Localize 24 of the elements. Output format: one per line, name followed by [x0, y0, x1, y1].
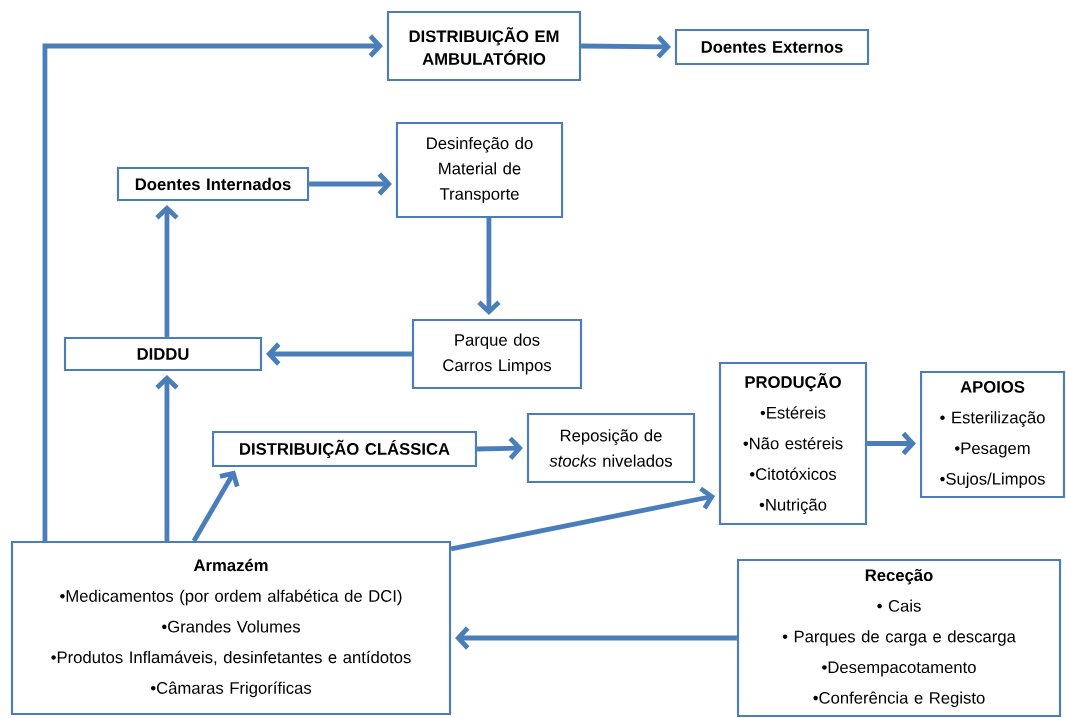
- arrow: [581, 35, 671, 59]
- arrow: [450, 486, 716, 552]
- process-box: DISTRIBUIÇÃO EM AMBULATÓRIO: [386, 10, 582, 82]
- arrow: [867, 431, 916, 456]
- arrow: [191, 470, 240, 543]
- arrow: [266, 342, 412, 366]
- process-box: Doentes Externos: [674, 28, 870, 66]
- process-box: Parque dos Carros Limpos: [411, 318, 583, 390]
- arrow: [477, 436, 523, 460]
- process-box: Receção • Cais • Parques de carga e descarga •Desempacotamento •Conferência e Registo: [736, 558, 1062, 718]
- arrow: [42, 34, 383, 541]
- process-box: DISTRIBUIÇÃO CLÁSSICA: [211, 430, 478, 468]
- arrow: [155, 205, 179, 337]
- arrow: [309, 172, 392, 196]
- process-box: Reposição de stocks nivelados: [526, 412, 696, 484]
- arrow: [455, 626, 737, 650]
- arrow: [155, 375, 179, 541]
- process-box: PRODUÇÃO •Estéreis •Não estéreis •Citotóxicos •Nutrição: [718, 361, 868, 526]
- process-box: Desinfeção do Material de Transporte: [395, 121, 564, 219]
- process-box: Doentes Internados: [116, 166, 310, 202]
- process-box: APOIOS • Esterilização •Pesagem •Sujos/Limpos: [920, 370, 1066, 499]
- process-box: Armazém •Medicamentos (por ordem alfabética de DCI) •Grandes Volumes •Produtos Inflamáveis, desinfetantes e antídotos •Câmaras Frigoríficas: [10, 540, 452, 716]
- process-box: DIDDU: [63, 336, 263, 372]
- arrow: [477, 218, 501, 315]
